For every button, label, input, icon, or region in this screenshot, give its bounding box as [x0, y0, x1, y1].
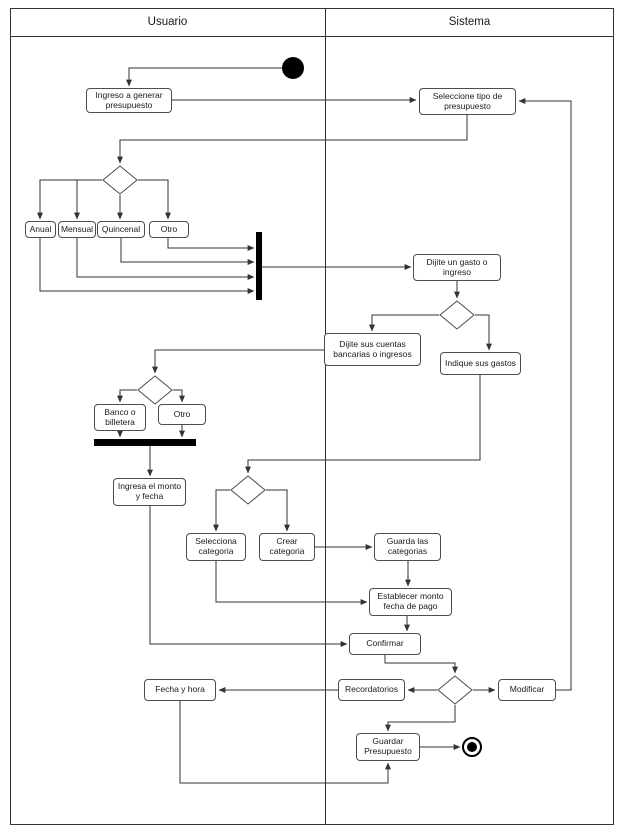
option-banco-billetera: Banco o billetera — [94, 404, 146, 431]
option-anual: Anual — [25, 221, 56, 238]
option-otro-cuenta: Otro — [158, 404, 206, 425]
activity-dijite-cuentas: Dijite sus cuentas bancarias o ingresos — [324, 333, 421, 366]
decision-confirmacion — [437, 675, 473, 705]
decision-tipo-cuenta — [137, 375, 173, 405]
activity-recordatorios: Recordatorios — [338, 679, 405, 701]
option-otro-periodo: Otro — [149, 221, 189, 238]
option-quincenal: Quincenal — [97, 221, 145, 238]
join-bar-periodos — [256, 232, 262, 300]
decision-tipo-presupuesto — [102, 165, 138, 195]
activity-guarda-categorias: Guarda las categorias — [374, 533, 441, 561]
activity-modificar: Modificar — [498, 679, 556, 701]
activity-dijite-gasto-ingreso: Dijite un gasto o ingreso — [413, 254, 501, 281]
activity-crear-categoria: Crear categoria — [259, 533, 315, 561]
final-node — [462, 737, 482, 757]
activity-ingresa-monto-fecha: Ingresa el monto y fecha — [113, 478, 186, 506]
start-node — [282, 57, 304, 79]
activity-seleccione-tipo: Seleccione tipo de presupuesto — [419, 88, 516, 115]
activity-indique-gastos: Indique sus gastos — [440, 352, 521, 375]
join-bar-cuentas — [94, 439, 196, 446]
lane-divider — [325, 8, 326, 825]
activity-confirmar: Confirmar — [349, 633, 421, 655]
decision-gasto-o-ingreso — [439, 300, 475, 330]
activity-fecha-hora: Fecha y hora — [144, 679, 216, 701]
lane-header-usuario: Usuario — [147, 16, 188, 28]
decision-categoria — [230, 475, 266, 505]
final-node-dot — [467, 742, 477, 752]
option-mensual: Mensual — [58, 221, 96, 238]
lane-header-sistema: Sistema — [448, 16, 491, 28]
diagram-frame — [10, 8, 614, 825]
activity-establecer-monto: Establecer monto fecha de pago — [369, 588, 452, 616]
activity-selecciona-categoria: Selecciona categoria — [186, 533, 246, 561]
activity-ingreso-generar: Ingreso a generar presupuesto — [86, 88, 172, 113]
activity-guardar-presupuesto: Guardar Presupuesto — [356, 733, 420, 761]
swimlane-header-row: Usuario Sistema — [10, 8, 614, 37]
